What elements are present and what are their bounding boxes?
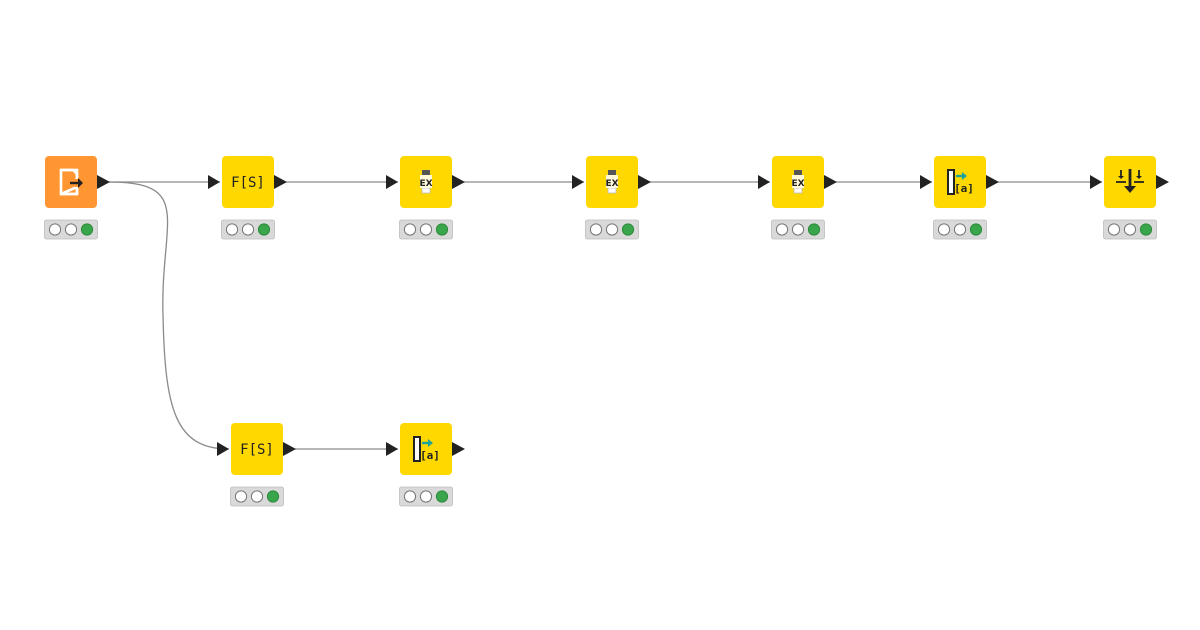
output-port[interactable] [274,175,287,189]
node-expression-3[interactable]: EX [758,156,837,240]
input-port[interactable] [386,442,398,456]
node-glyph: F[S] [231,175,265,191]
node-glyph: EX [419,179,432,189]
expression-icon: EX [605,170,619,194]
output-port[interactable] [1156,175,1169,189]
node-string-manipulation-2[interactable]: F[S] [217,423,296,507]
output-port[interactable] [283,442,296,456]
status-light-yellow [64,223,78,236]
status-light-red [775,223,789,236]
status-light-red [1107,223,1121,236]
node-status-indicator [399,486,453,507]
output-port[interactable] [824,175,837,189]
input-port[interactable] [217,442,229,456]
node-column-to-collection-1[interactable]: [a] [920,156,999,240]
node-reader[interactable] [44,156,111,240]
node-status-indicator [585,219,639,240]
output-port[interactable] [986,175,999,189]
status-light-green [807,223,821,236]
node-glyph: [a] [420,449,440,462]
status-light-red [234,490,248,503]
input-port[interactable] [920,175,932,189]
node-status-indicator [230,486,284,507]
column-collection-icon: [a] [413,436,440,462]
status-light-red [403,223,417,236]
input-port[interactable] [386,175,398,189]
node-status-indicator [221,219,275,240]
node-status-indicator [933,219,987,240]
output-port[interactable] [97,175,110,189]
nodes-layer: F[S] EX EX EX [a] F[S] [a] [44,156,1169,507]
node-ungroup[interactable] [1090,156,1169,240]
status-light-green [257,223,271,236]
status-light-green [435,490,449,503]
status-light-yellow [605,223,619,236]
node-expression-2[interactable]: EX [572,156,651,240]
connections-layer [108,181,1102,450]
string-manipulation-icon: F[S] [231,175,265,191]
node-string-manipulation-1[interactable]: F[S] [208,156,287,240]
status-light-yellow [791,223,805,236]
output-port[interactable] [638,175,651,189]
output-port[interactable] [452,175,465,189]
node-body[interactable] [231,423,283,475]
status-light-green [621,223,635,236]
connection-reader-to-string-manipulation-2[interactable] [108,181,230,450]
status-light-red [937,223,951,236]
status-light-green [80,223,94,236]
status-light-red [225,223,239,236]
table-reader-icon [59,168,83,196]
status-light-yellow [250,490,264,503]
status-light-green [266,490,280,503]
node-status-indicator [399,219,453,240]
column-collection-icon: [a] [947,169,974,195]
input-port[interactable] [208,175,220,189]
node-expression-1[interactable]: EX [386,156,465,240]
input-port[interactable] [758,175,770,189]
status-light-yellow [241,223,255,236]
node-status-indicator [44,219,98,240]
node-glyph: F[S] [240,442,274,458]
status-light-red [403,490,417,503]
output-port[interactable] [452,442,465,456]
status-light-green [969,223,983,236]
node-glyph: EX [605,179,618,189]
status-light-yellow [419,223,433,236]
node-body[interactable] [222,156,274,208]
expression-icon: EX [419,170,433,194]
input-port[interactable] [1090,175,1102,189]
node-glyph: EX [791,179,804,189]
status-light-red [48,223,62,236]
status-light-green [435,223,449,236]
status-light-red [589,223,603,236]
input-port[interactable] [572,175,584,189]
node-glyph: [a] [954,182,974,195]
expression-icon: EX [791,170,805,194]
ungroup-icon [1116,169,1144,193]
status-light-yellow [419,490,433,503]
string-manipulation-icon: F[S] [240,442,274,458]
node-column-to-collection-2[interactable]: [a] [386,423,465,507]
node-status-indicator [771,219,825,240]
node-status-indicator [1103,219,1157,240]
status-light-yellow [953,223,967,236]
status-light-green [1139,223,1153,236]
status-light-yellow [1123,223,1137,236]
